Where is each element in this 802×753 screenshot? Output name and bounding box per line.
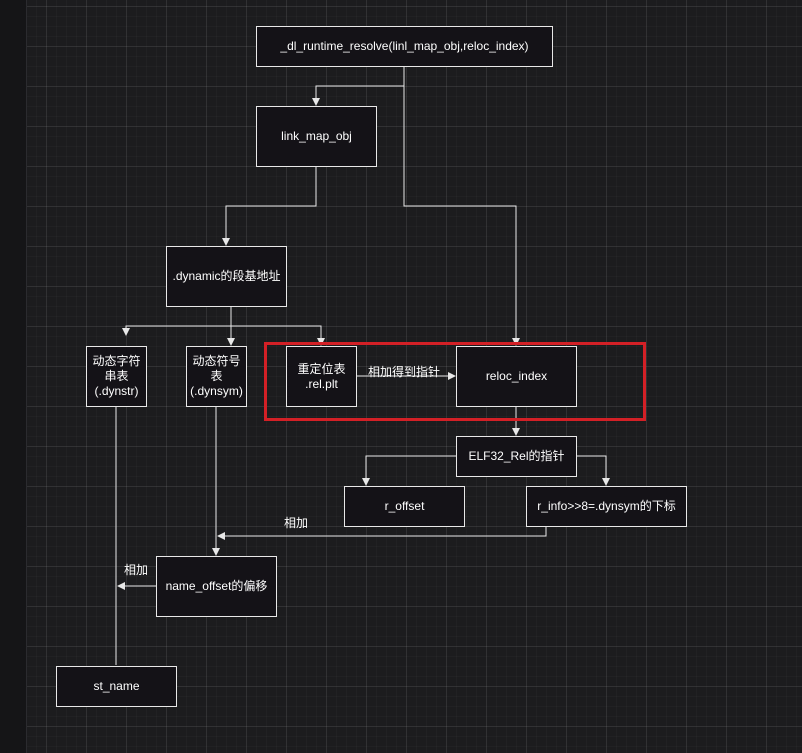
- edge-resolve-to-linkmap: [312, 66, 405, 106]
- edge-dynamic-to-dynstr: [122, 307, 232, 336]
- label-rinfo-to-dynsym: 相加: [284, 516, 309, 530]
- label-nameoffset-to-dynstr: 相加: [124, 563, 149, 577]
- relocation-highlight-frame: [264, 342, 646, 421]
- edge-dynamic-to-relplt: [231, 325, 325, 346]
- node-elf32-rel[interactable]: ELF32_Rel的指针: [456, 436, 577, 477]
- node-rel-plt[interactable]: 重定位表 .rel.plt: [286, 346, 357, 407]
- edge-linkmap-to-dynamic: [222, 166, 317, 246]
- node-name-offset[interactable]: name_offset的偏移: [156, 556, 277, 617]
- node-dynsym[interactable]: 动态符号 表 (.dynsym): [186, 346, 247, 407]
- node-reloc-index[interactable]: reloc_index: [456, 346, 577, 407]
- node-dl-runtime-resolve[interactable]: _dl_runtime_resolve(linl_map_obj,reloc_i…: [256, 26, 553, 67]
- node-dynamic-base[interactable]: .dynamic的段基地址: [166, 246, 287, 307]
- node-r-offset[interactable]: r_offset: [344, 486, 465, 527]
- node-r-info[interactable]: r_info>>8=.dynsym的下标: [526, 486, 687, 527]
- node-st-name[interactable]: st_name: [56, 666, 177, 707]
- label-relplt-to-reloc: 相加得到指针: [368, 365, 441, 379]
- edge-resolve-to-relocindex: [403, 86, 520, 346]
- edge-elf32rel-to-rinfo: [576, 455, 610, 486]
- edge-rinfo-to-dynsym: [217, 526, 547, 540]
- node-dynstr[interactable]: 动态字符 串表 (.dynstr): [86, 346, 147, 407]
- node-link-map-obj[interactable]: link_map_obj: [256, 106, 377, 167]
- edge-elf32rel-to-roffset: [362, 455, 456, 486]
- left-side-panel: [0, 0, 27, 753]
